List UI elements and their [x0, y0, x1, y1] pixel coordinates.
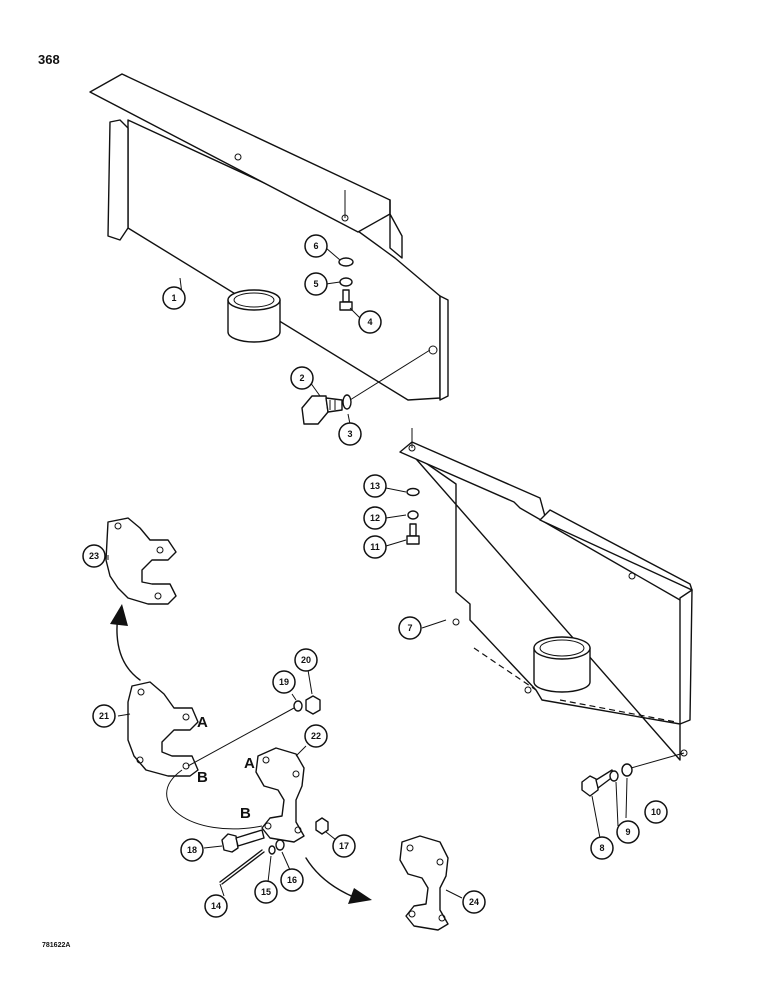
capscrew-8 [581, 769, 615, 797]
letter-b-bracket-21: B [197, 769, 208, 786]
lockwasher-9 [609, 770, 619, 782]
svg-text:15: 15 [261, 887, 271, 897]
washer-3 [342, 394, 352, 410]
page-number: 368 [38, 52, 60, 67]
svg-text:23: 23 [89, 551, 99, 561]
svg-text:1: 1 [171, 293, 176, 303]
bushing-upper [227, 289, 281, 343]
panel-upper [89, 73, 449, 425]
svg-text:22: 22 [311, 731, 321, 741]
callout-21: 21 [92, 704, 116, 728]
callout-3: 3 [338, 422, 362, 446]
svg-text:5: 5 [313, 279, 318, 289]
callout-17: 17 [332, 834, 356, 858]
svg-text:10: 10 [651, 807, 661, 817]
arrow-22-to-24 [305, 857, 357, 899]
lockwasher-15 [268, 845, 276, 855]
callout-10: 10 [644, 800, 668, 824]
svg-text:20: 20 [301, 655, 311, 665]
callout-8: 8 [590, 836, 614, 860]
callout-23: 23 [82, 544, 106, 568]
letter-a-bracket-22: A [244, 755, 255, 772]
letter-a-bracket-21: A [197, 714, 208, 731]
nut-17 [315, 817, 329, 835]
bolt-2 [301, 395, 343, 425]
panel-lower [399, 428, 693, 797]
capscrew-11 [406, 523, 420, 545]
letter-b-bracket-22: B [240, 805, 251, 822]
svg-text:6: 6 [313, 241, 318, 251]
lockwasher-5 [339, 277, 353, 287]
svg-text:19: 19 [279, 677, 289, 687]
svg-text:3: 3 [347, 429, 352, 439]
svg-text:21: 21 [99, 711, 109, 721]
figure-code: 781622A [42, 942, 71, 949]
callout-20: 20 [294, 648, 318, 672]
capscrew-4 [339, 289, 353, 311]
nut-20 [305, 695, 321, 715]
washer-10 [621, 763, 633, 777]
svg-text:17: 17 [339, 841, 349, 851]
callout-15: 15 [254, 880, 278, 904]
bracket-24 [399, 835, 449, 931]
svg-text:11: 11 [370, 542, 380, 552]
svg-text:2: 2 [299, 373, 304, 383]
callout-18: 18 [180, 838, 204, 862]
bushing-lower [533, 636, 591, 693]
lockwasher-12 [407, 510, 419, 520]
callout-6: 6 [304, 234, 328, 258]
callout-16: 16 [280, 868, 304, 892]
bolt-18 [221, 829, 265, 853]
callout-22: 22 [304, 724, 328, 748]
stud-14 [219, 849, 265, 885]
washer-6 [338, 257, 354, 267]
bracket-21 [127, 681, 199, 777]
callout-7: 7 [398, 616, 422, 640]
svg-text:9: 9 [625, 827, 630, 837]
svg-text:14: 14 [211, 901, 221, 911]
callout-4: 4 [358, 310, 382, 334]
callout-1: 1 [162, 286, 186, 310]
svg-text:8: 8 [599, 843, 604, 853]
callout-9: 9 [616, 820, 640, 844]
connector-b [166, 769, 263, 830]
callout-12: 12 [363, 506, 387, 530]
callout-2: 2 [290, 366, 314, 390]
washer-13 [406, 487, 420, 497]
callout-13: 13 [363, 474, 387, 498]
callout-19: 19 [272, 670, 296, 694]
svg-text:12: 12 [370, 513, 380, 523]
washer-16 [275, 839, 285, 851]
bracket-23 [105, 517, 177, 605]
svg-text:13: 13 [370, 481, 380, 491]
svg-text:4: 4 [367, 317, 372, 327]
washer-19 [293, 700, 303, 712]
callout-14: 14 [204, 894, 228, 918]
callout-5: 5 [304, 272, 328, 296]
callout-11: 11 [363, 535, 387, 559]
svg-text:24: 24 [469, 897, 479, 907]
svg-text:18: 18 [187, 845, 197, 855]
leader-lines [107, 247, 628, 899]
bracket-22 [255, 747, 305, 843]
svg-text:7: 7 [407, 623, 412, 633]
svg-text:16: 16 [287, 875, 297, 885]
callout-24: 24 [462, 890, 486, 914]
